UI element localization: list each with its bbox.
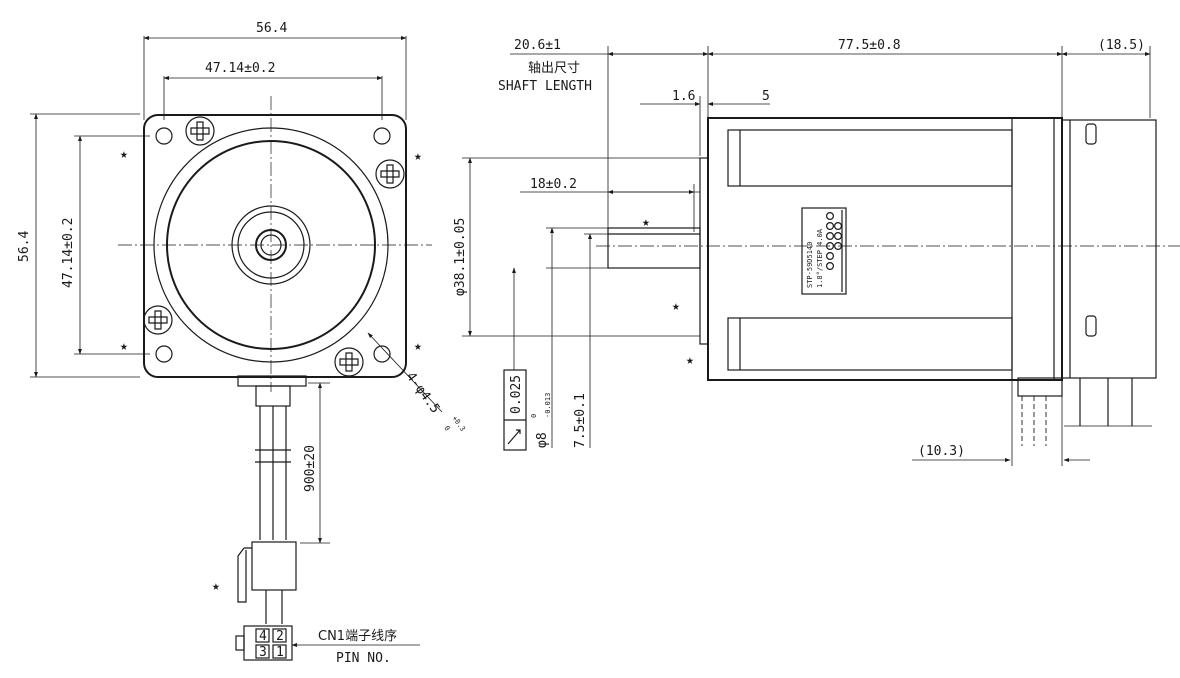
- star-marker: ★: [414, 339, 422, 354]
- mounting-hole: [373, 127, 391, 145]
- hole-tol-lower: 0: [442, 424, 451, 432]
- pin-number: 4: [259, 629, 267, 644]
- pin-layout-box: [243, 625, 293, 661]
- body-length-label: 77.5±0.8: [838, 38, 901, 53]
- nameplate: [801, 207, 847, 295]
- connector-housing: [251, 541, 297, 591]
- hole-tol-upper: +0.3: [450, 414, 466, 432]
- rear-screw: [1085, 123, 1097, 145]
- flat-length-label: 18±0.2: [530, 177, 577, 192]
- shaft-diameter-label: φ8: [535, 432, 550, 448]
- boss-length-label: 5: [762, 89, 770, 104]
- hole-callout-leader: [367, 332, 443, 413]
- shaft-tol-lower: -0.013: [544, 393, 552, 418]
- shaft-tol-upper: 0: [530, 414, 538, 418]
- hole-spacing-x-label: 47.14±0.2: [205, 61, 275, 76]
- star-marker: ★: [414, 149, 422, 164]
- pin-cell: [255, 628, 270, 643]
- rear-length-label: (18.5): [1098, 38, 1145, 53]
- nameplate-circles: [825, 212, 842, 271]
- star-marker: ★: [212, 579, 220, 594]
- motor-body-outline: [707, 117, 1063, 381]
- pin-title-cn: CN1端子线序: [318, 629, 397, 644]
- pin-title-en: PIN NO.: [336, 651, 391, 666]
- pin-number: 1: [276, 645, 284, 660]
- pin-cell: [255, 644, 270, 659]
- connector-latch: [237, 547, 252, 603]
- pin-cell: [272, 628, 287, 643]
- star-marker: ★: [120, 339, 128, 354]
- star-marker: ★: [120, 147, 128, 162]
- pin-number: 3: [259, 645, 267, 660]
- mounting-holes-label: 4-φ4.5: [403, 370, 443, 417]
- shaft-length-en: SHAFT LENGTH: [498, 79, 592, 94]
- pin-layout-latch: [235, 635, 245, 651]
- hole-spacing-y-label: 47.14±0.2: [61, 218, 76, 288]
- flange-thickness-label: 1.6: [672, 89, 695, 104]
- body-fin-bottom: [727, 317, 1013, 371]
- mounting-hole: [155, 127, 173, 145]
- rear-screw: [1085, 315, 1097, 337]
- rear-offset-label: (10.3): [918, 444, 965, 459]
- star-marker: ★: [672, 299, 680, 314]
- screw-icon: [334, 347, 364, 377]
- pin-cell: [272, 644, 287, 659]
- flat-depth-label: 7.5±0.1: [573, 393, 588, 448]
- cable-break: [255, 449, 291, 463]
- runout-frame: [503, 369, 527, 451]
- mounting-hole: [155, 345, 173, 363]
- nameplate-rating: 1.8°/STEP 4.0A: [816, 228, 824, 288]
- screw-icon: [143, 305, 173, 335]
- overall-width-label: 56.4: [256, 21, 287, 36]
- overall-height-label: 56.4: [17, 231, 32, 262]
- star-marker: ★: [642, 215, 650, 230]
- mounting-hole: [373, 345, 391, 363]
- screw-icon: [375, 159, 405, 189]
- lead-length-label: 900±20: [303, 445, 318, 492]
- shaft-length-cn: 轴出尺寸: [528, 61, 580, 76]
- runout-arrow-icon: [507, 429, 521, 445]
- motor-flange-outline: [143, 114, 407, 378]
- side-view: 20.6±1 轴出尺寸 SHAFT LENGTH 77.5±0.8 (18.5)…: [453, 38, 1180, 466]
- rear-cover: [1061, 119, 1157, 379]
- runout-value: 0.025: [509, 375, 524, 414]
- body-fin-top: [727, 129, 1013, 187]
- shaft-length-label: 20.6±1: [514, 38, 561, 53]
- flange-step: [699, 157, 709, 345]
- front-view: 56.4 47.14±0.2 56.4 47.14±0.2: [17, 21, 467, 666]
- shaft: [607, 227, 701, 269]
- cable-gland: [255, 385, 291, 407]
- star-marker: ★: [686, 353, 694, 368]
- nameplate-model: STP-59D5140: [806, 242, 814, 288]
- pilot-diameter-label: φ38.1±0.05: [453, 218, 468, 296]
- pin-number: 2: [276, 629, 284, 644]
- screw-icon: [185, 116, 215, 146]
